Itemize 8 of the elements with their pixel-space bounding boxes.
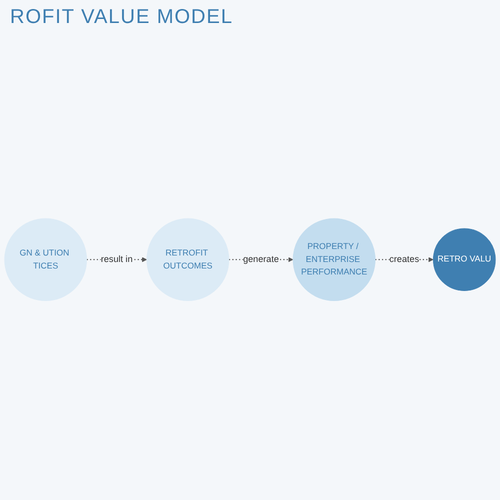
node-circle: GN & UTION TICES: [4, 218, 87, 302]
node-circle: RETRO VALU: [432, 228, 496, 292]
edge-label: result in: [100, 254, 133, 265]
diagram-title: ROFIT VALUE MODEL: [9, 5, 234, 30]
node-circle: RETROFIT OUTCOMES: [146, 218, 230, 302]
edge-label: generate: [243, 254, 279, 265]
node-circle: PROPERTY / ENTERPRISE PERFORMANCE: [292, 218, 376, 302]
edge-label: creates: [389, 254, 420, 265]
